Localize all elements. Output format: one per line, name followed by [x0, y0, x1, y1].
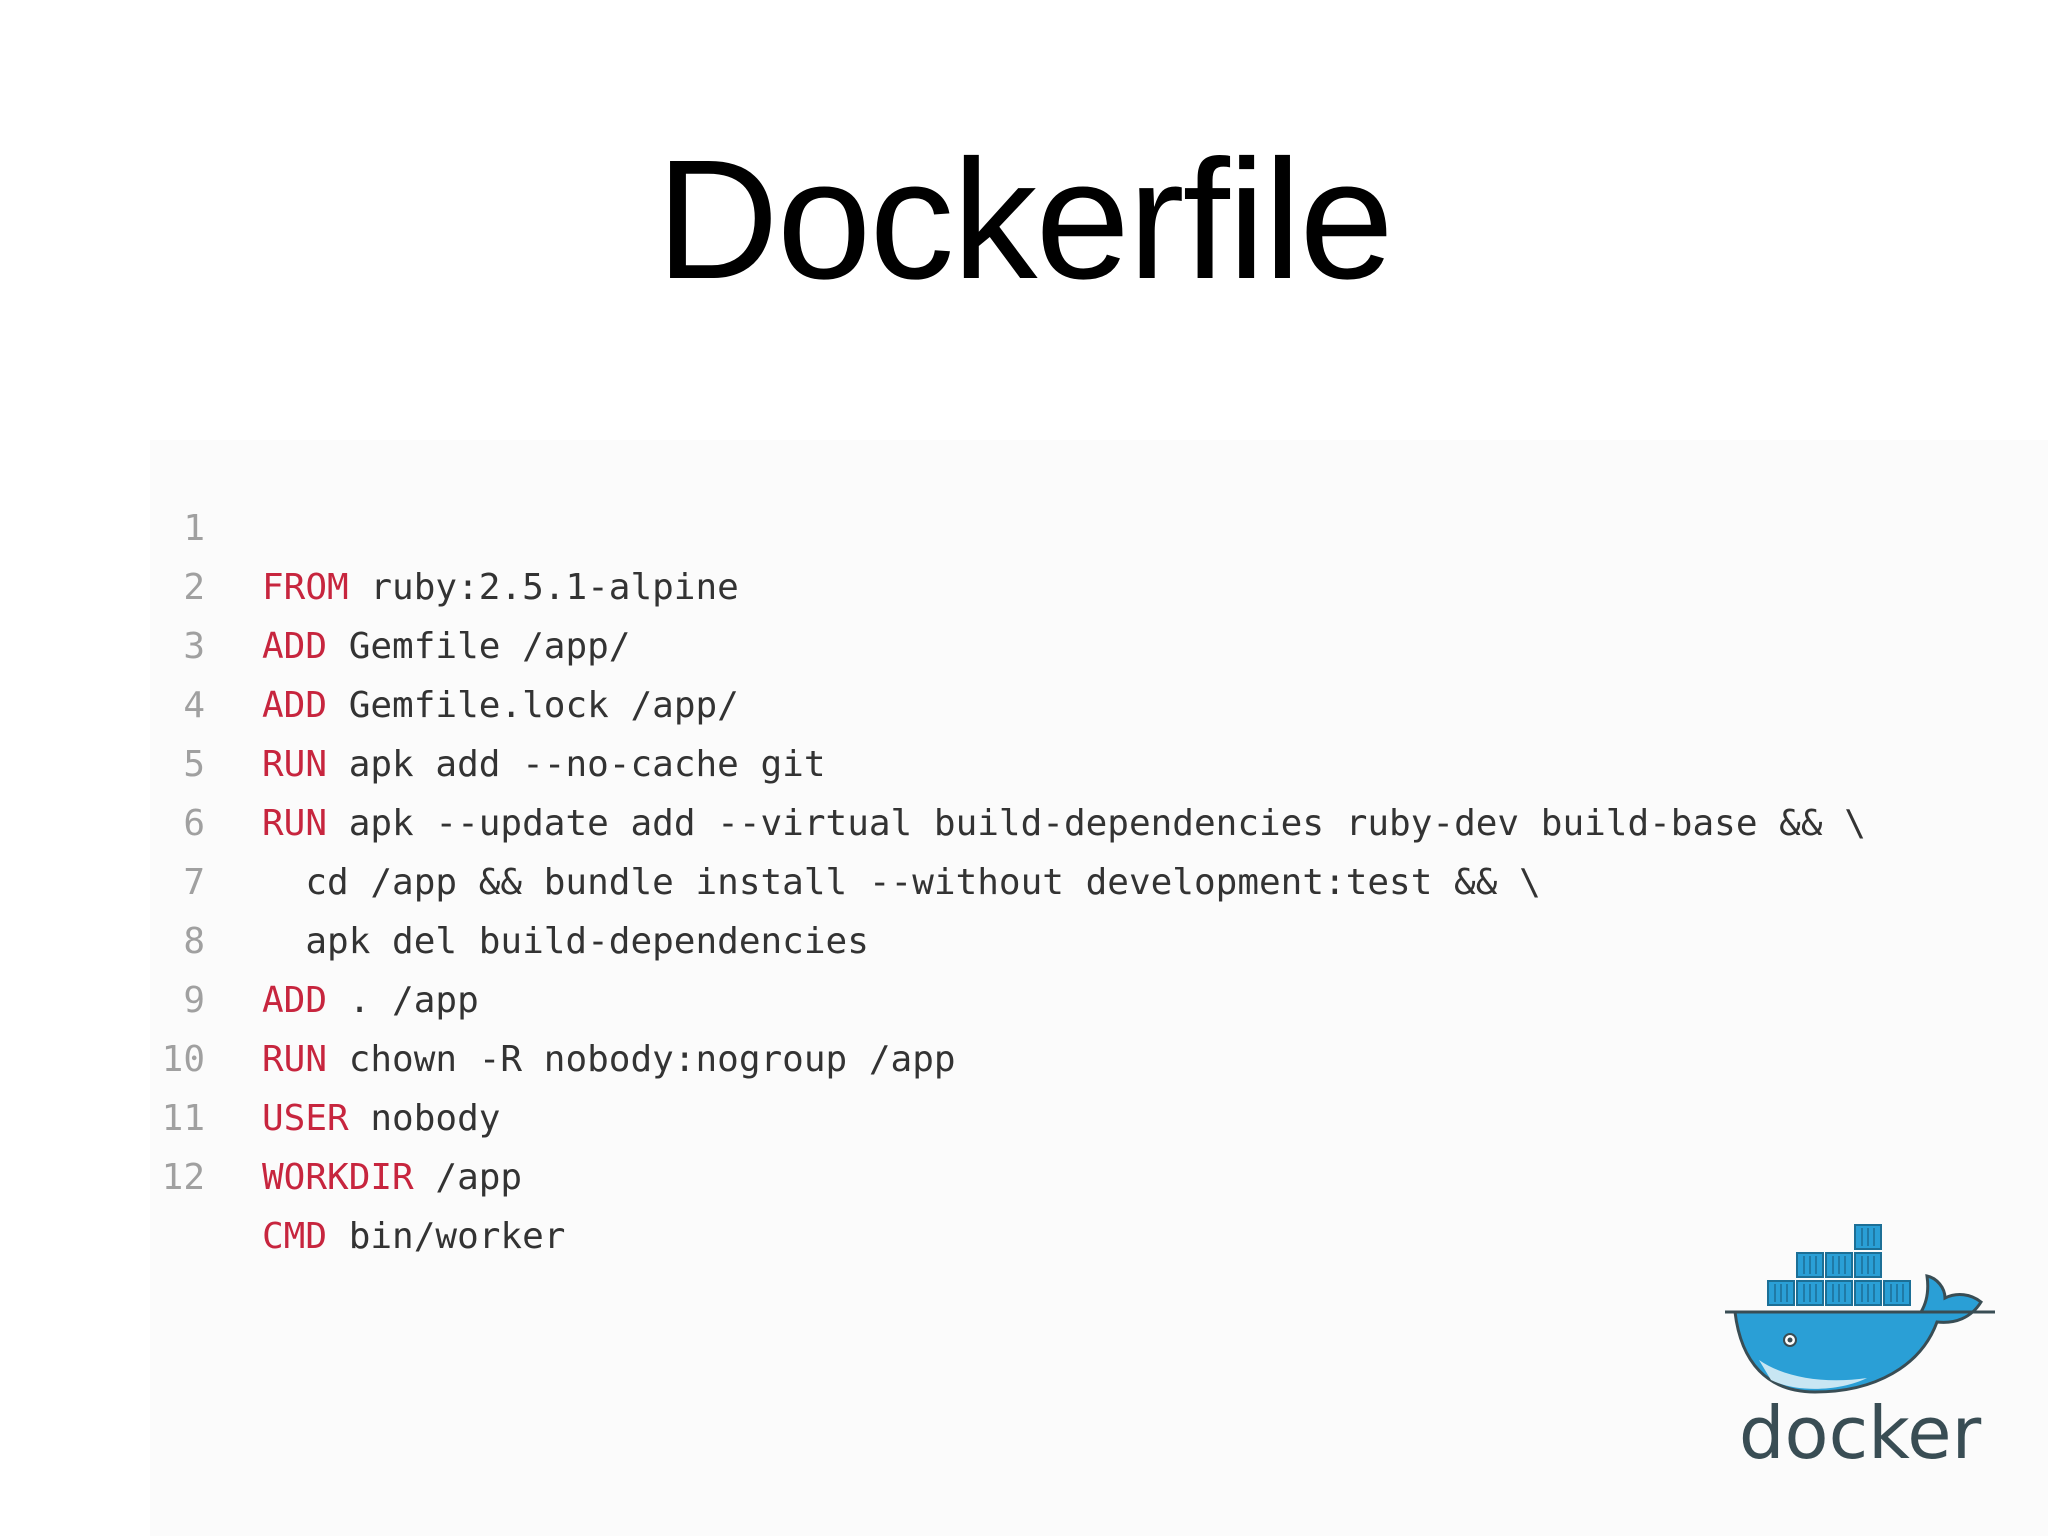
- code-line: 8 ADD . /app: [150, 853, 2048, 1021]
- keyword: RUN: [262, 744, 328, 785]
- code-content: . /app: [327, 980, 479, 1021]
- code-line: 10 USER nobody: [150, 971, 2048, 1139]
- code-line: 2 ADD Gemfile /app/: [150, 499, 2048, 667]
- line-number: 4: [183, 685, 205, 726]
- keyword: FROM: [262, 567, 349, 608]
- code-content: nobody: [348, 1098, 501, 1139]
- docker-wordmark: docker: [1739, 1391, 1982, 1470]
- keyword: CMD: [262, 1216, 328, 1257]
- code-content: Gemfile.lock /app/: [327, 685, 739, 726]
- code-content: apk add --no-cache git: [327, 744, 826, 785]
- code-line: 1 FROM ruby:2.5.1-alpine: [150, 440, 2048, 608]
- line-number: 2: [183, 567, 205, 608]
- code-block: 1 FROM ruby:2.5.1-alpine 2 ADD Gemfile /…: [150, 440, 2048, 1536]
- code-content: bin/worker: [327, 1216, 566, 1257]
- code-content: apk del build-dependencies: [262, 921, 869, 962]
- code-content: cd /app && bundle install --without deve…: [262, 862, 1541, 903]
- code-line: 7 apk del build-dependencies: [150, 794, 2048, 962]
- docker-whale-icon: docker: [1725, 1224, 1995, 1475]
- line-number: 11: [161, 1098, 205, 1139]
- code-line: 9 RUN chown -R nobody:nogroup /app: [150, 912, 2048, 1080]
- line-number: 6: [183, 803, 205, 844]
- keyword: RUN: [262, 1039, 328, 1080]
- line-number: 3: [183, 626, 205, 667]
- line-number: 1: [183, 508, 205, 549]
- keyword: ADD: [262, 626, 328, 667]
- line-number: 7: [183, 862, 205, 903]
- docker-logo: docker: [1715, 1220, 2005, 1475]
- line-number: 9: [183, 980, 205, 1021]
- code-line: 6 cd /app && bundle install --without de…: [150, 735, 2048, 903]
- keyword: WORKDIR: [262, 1157, 414, 1198]
- code-line: 4 RUN apk add --no-cache git: [150, 617, 2048, 785]
- keyword: RUN: [262, 803, 328, 844]
- keyword: USER: [262, 1098, 349, 1139]
- keyword: ADD: [262, 980, 328, 1021]
- slide-title: Dockerfile: [656, 125, 1394, 315]
- line-number: 5: [183, 744, 205, 785]
- code-content: apk --update add --virtual build-depende…: [327, 803, 1866, 844]
- code-line: 11 WORKDIR /app: [150, 1030, 2048, 1198]
- code-content: /app: [413, 1157, 523, 1198]
- code-line: 5 RUN apk --update add --virtual build-d…: [150, 676, 2048, 844]
- code-content: ruby:2.5.1-alpine: [348, 567, 739, 608]
- code-content: Gemfile /app/: [327, 626, 631, 667]
- code-line: 12 CMD bin/worker: [150, 1089, 2048, 1257]
- code-line: 3 ADD Gemfile.lock /app/: [150, 558, 2048, 726]
- keyword: ADD: [262, 685, 328, 726]
- line-number: 8: [183, 921, 205, 962]
- line-number: 10: [161, 1039, 205, 1080]
- line-number: 12: [161, 1157, 205, 1198]
- code-content: chown -R nobody:nogroup /app: [327, 1039, 956, 1080]
